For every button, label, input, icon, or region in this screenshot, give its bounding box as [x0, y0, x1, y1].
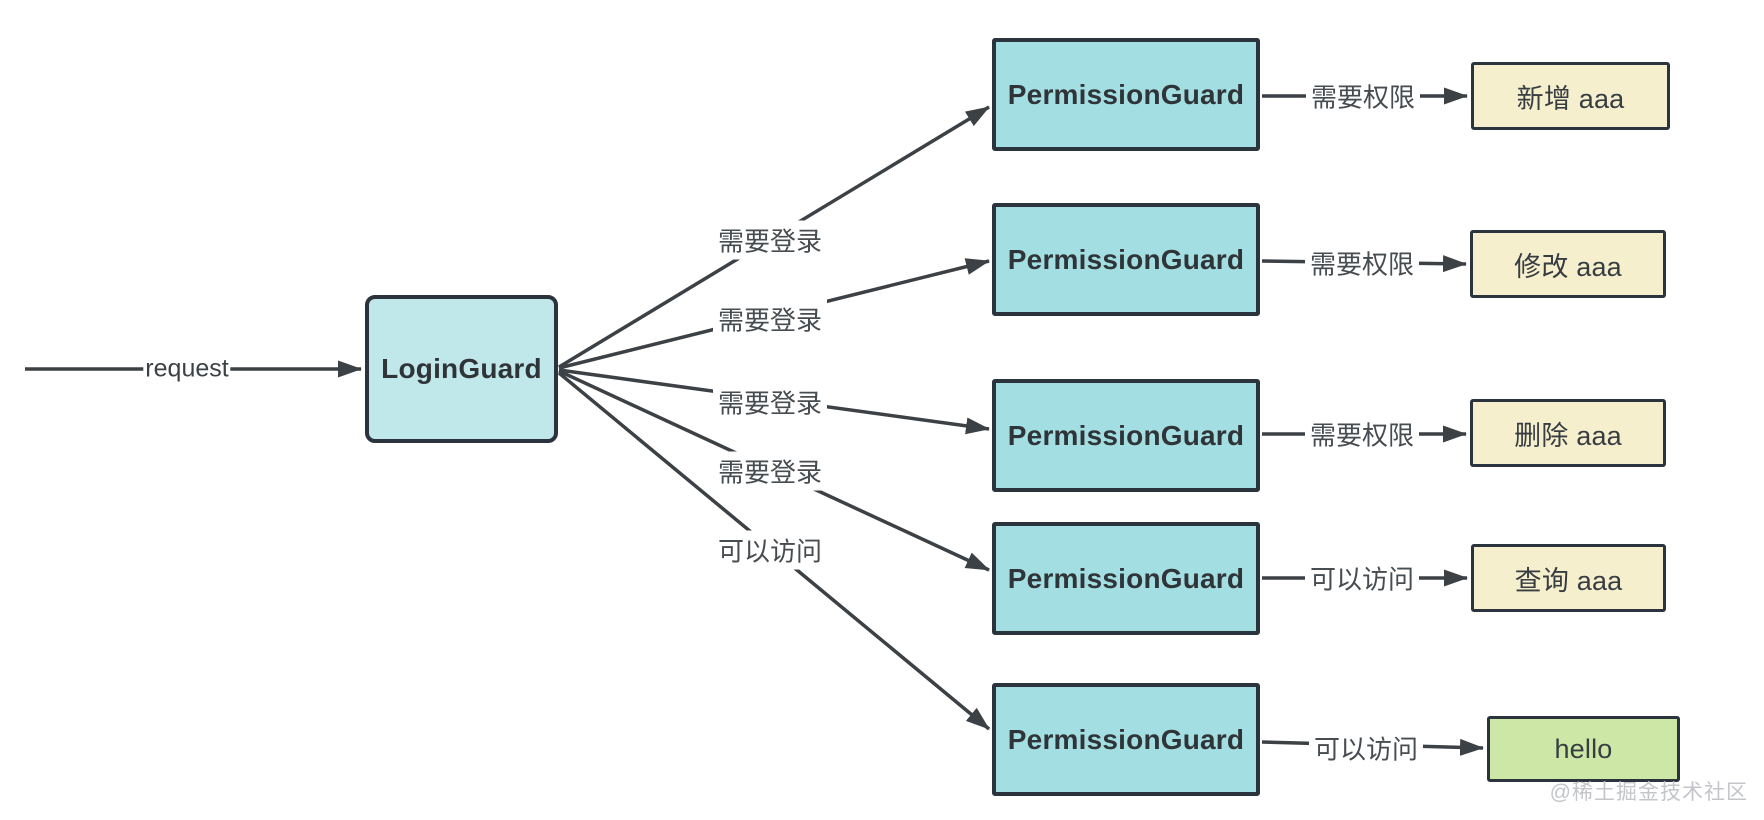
node-permission-guard-4: PermissionGuard: [992, 522, 1260, 635]
node-permission-guard-2: PermissionGuard: [992, 203, 1260, 316]
edge-label-fan-4: 需要登录: [712, 451, 828, 491]
edge-label-out-2: 需要权限: [1304, 243, 1420, 283]
edge-label-fan-1: 需要登录: [712, 220, 828, 260]
edge-label-fan-3: 需要登录: [712, 382, 828, 422]
edge-label-out-1: 需要权限: [1305, 76, 1421, 116]
node-result-query: 查询 aaa: [1471, 544, 1666, 612]
node-result-delete: 删除 aaa: [1470, 399, 1666, 467]
node-result-add: 新增 aaa: [1471, 62, 1670, 130]
node-result-update: 修改 aaa: [1470, 230, 1666, 298]
edge-label-fan-5: 可以访问: [712, 530, 828, 570]
edge-label-request: request: [143, 353, 231, 385]
node-result-hello: hello: [1487, 716, 1680, 782]
edge-label-out-5: 可以访问: [1308, 728, 1424, 768]
node-permission-guard-5: PermissionGuard: [992, 683, 1260, 796]
node-login-guard: LoginGuard: [365, 295, 558, 443]
node-permission-guard-3: PermissionGuard: [992, 379, 1260, 492]
edge-label-out-4: 可以访问: [1304, 558, 1420, 598]
node-permission-guard-1: PermissionGuard: [992, 38, 1260, 151]
edge-label-fan-2: 需要登录: [712, 299, 828, 339]
edge-label-out-3: 需要权限: [1304, 414, 1420, 454]
watermark-text: @稀土掘金技术社区: [1549, 781, 1748, 804]
